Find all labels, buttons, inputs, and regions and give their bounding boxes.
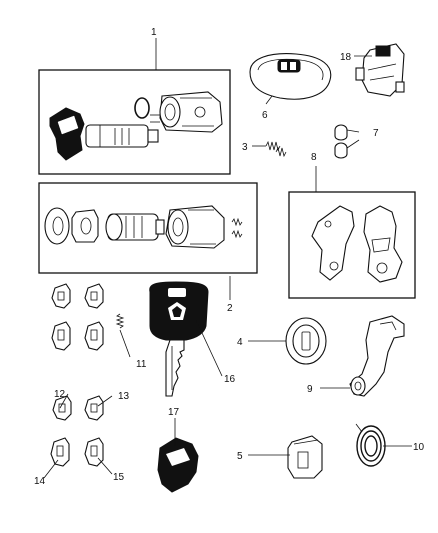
bezel-4: [285, 317, 327, 365]
tumblers: [50, 283, 104, 467]
key-fob: [249, 53, 332, 100]
bezel-ring: [44, 207, 70, 245]
callout-13: 13: [118, 391, 130, 402]
callout-7: 7: [373, 128, 379, 139]
plugs: [334, 124, 348, 159]
callout-4: 4: [237, 337, 243, 348]
ignition-knob: [49, 107, 85, 161]
ignition-knob-17: [157, 437, 199, 493]
cylinder-cap: [71, 209, 99, 243]
callout-labels: 1 2 3 4 5 6 7 8 9 10 11 12 13 14 15 16 1…: [34, 27, 425, 487]
spring-11: [115, 313, 125, 329]
lever-parts-group: [288, 191, 416, 299]
bracket-9: [349, 315, 405, 397]
callout-11: 11: [136, 359, 147, 370]
callout-10: 10: [413, 442, 425, 453]
transmitter-module: [355, 43, 405, 97]
callout-15: 15: [113, 472, 125, 483]
ignition-lock-assembly-group: [38, 69, 231, 175]
callout-16: 16: [224, 374, 236, 385]
callout-9: 9: [307, 384, 313, 395]
assembly-box-1: [38, 69, 231, 175]
cylinder-springs: [231, 217, 243, 239]
lever-left: [311, 205, 355, 281]
callout-1: 1: [151, 27, 157, 38]
callout-18: 18: [340, 52, 352, 63]
assembly-box-2: [38, 182, 258, 274]
callout-2: 2: [227, 303, 233, 314]
callout-5: 5: [237, 451, 243, 462]
assembly-box-8: [288, 191, 416, 299]
leader-lines: [43, 38, 412, 479]
o-ring: [134, 97, 150, 119]
callout-12: 12: [54, 389, 66, 400]
coil-spring-10: [355, 423, 386, 467]
callout-14: 14: [34, 476, 46, 487]
key: [149, 281, 209, 397]
spring-3: [265, 140, 287, 158]
callout-8: 8: [311, 152, 317, 163]
lock-cylinder: [85, 124, 149, 148]
cap-5: [287, 435, 323, 479]
lock-set-group: [38, 182, 258, 274]
callout-6: 6: [262, 110, 268, 121]
callout-3: 3: [242, 142, 248, 153]
callout-17: 17: [168, 407, 180, 418]
lever-right: [363, 205, 403, 283]
